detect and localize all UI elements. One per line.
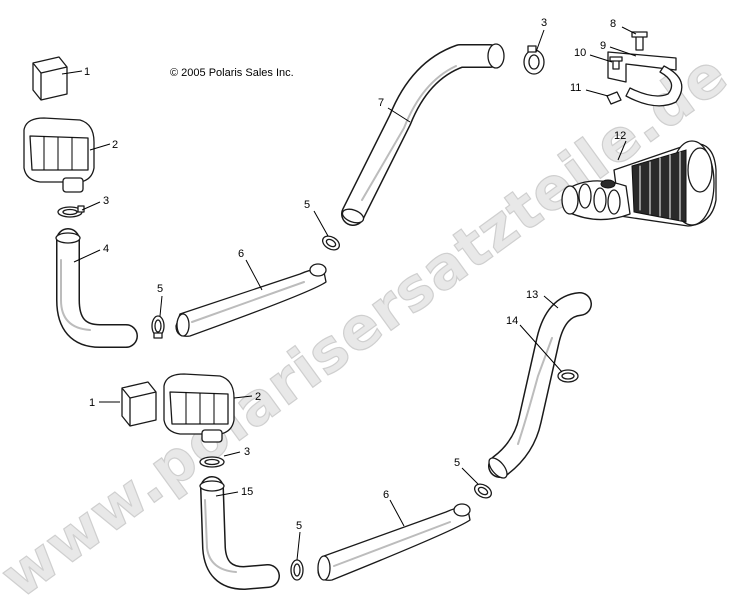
clamp-3-top-right	[523, 45, 545, 75]
airbox-cover-2-top	[23, 117, 95, 193]
callout-1-bottom: 1	[89, 397, 95, 409]
callout-7: 7	[378, 97, 384, 109]
airbox-cover-2-bottom	[163, 373, 235, 443]
callout-9: 9	[600, 40, 606, 52]
duct-6-upper	[175, 263, 327, 337]
callout-3-top-left: 3	[103, 195, 109, 207]
callout-1-top: 1	[84, 66, 90, 78]
callout-15: 15	[241, 486, 253, 498]
duct-6-lower	[317, 503, 471, 581]
callout-6-upper: 6	[238, 248, 244, 260]
copyright-text: © 2005 Polaris Sales Inc.	[170, 67, 294, 79]
callout-10: 10	[574, 47, 586, 59]
callout-14: 14	[506, 315, 518, 327]
callout-2-bottom: 2	[255, 391, 261, 403]
callout-numbers: 1 2 3 4 5 6 5 7 3 8 9 10 11 12 13 14 1 2…	[84, 17, 626, 532]
foam-block-1-top	[32, 56, 68, 101]
hose-7	[341, 43, 505, 226]
callout-5-mid: 5	[304, 199, 310, 211]
callout-5-left: 5	[157, 283, 163, 295]
callout-12: 12	[614, 130, 626, 142]
clamp-5-bottom-left	[290, 559, 304, 581]
hose-13	[488, 292, 592, 479]
clamp-5-bottom-right	[473, 483, 493, 499]
hose-15	[199, 476, 280, 590]
foam-block-1-bottom	[121, 381, 157, 427]
callout-3-bottom: 3	[244, 446, 250, 458]
watermark-text: www.polarisersatzteile.de	[0, 39, 740, 608]
callout-5-bottom-left: 5	[296, 520, 302, 532]
callout-4: 4	[103, 243, 109, 255]
callout-5-bottom-right: 5	[454, 457, 460, 469]
clamp-5-left	[151, 315, 165, 339]
clamp-14	[557, 369, 579, 383]
clamp-3-top-left	[57, 205, 85, 218]
callout-11: 11	[570, 82, 581, 94]
callout-8: 8	[610, 18, 616, 30]
callout-3-top-right: 3	[541, 17, 547, 29]
hose-4	[55, 228, 138, 348]
clamp-5-mid	[321, 235, 341, 251]
clamp-3-bottom	[199, 456, 225, 468]
callout-6-lower: 6	[383, 489, 389, 501]
air-filter-canister-12	[561, 140, 717, 227]
bracket-9-assembly	[606, 31, 683, 107]
leader-lines	[61, 26, 637, 561]
callout-13: 13	[526, 289, 538, 301]
callout-2-top: 2	[112, 139, 118, 151]
